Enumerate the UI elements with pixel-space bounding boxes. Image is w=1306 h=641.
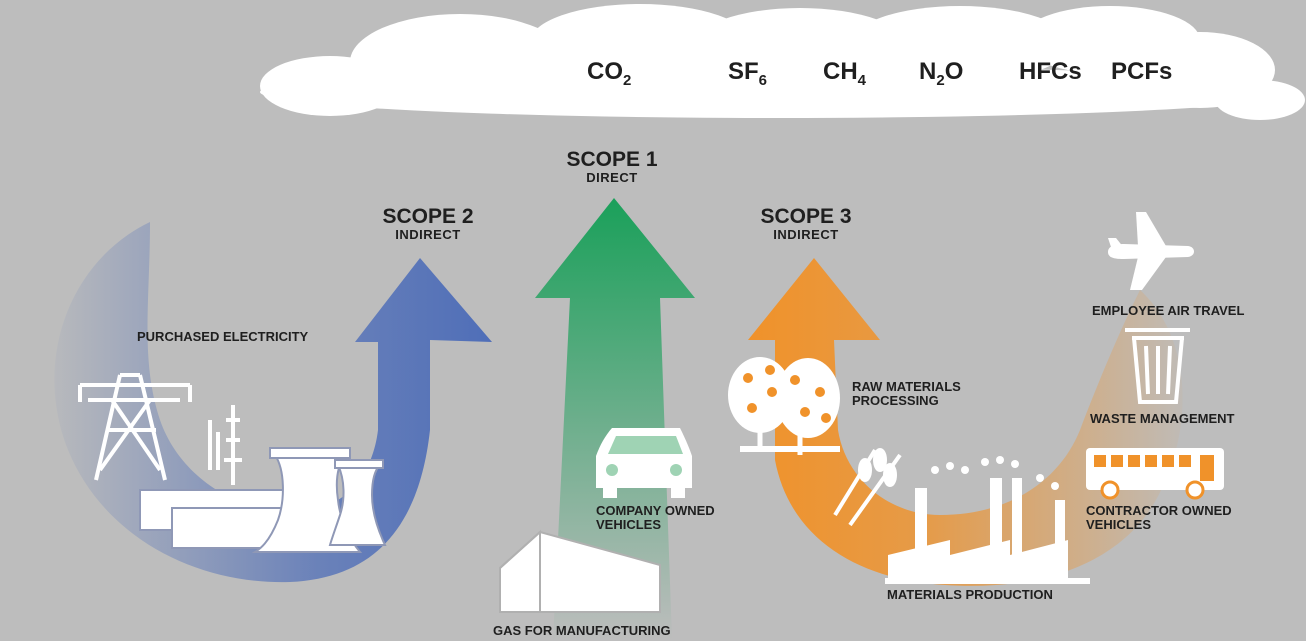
gas-n2o-tail: O	[944, 58, 964, 85]
gas-n2o-base: N	[919, 58, 937, 85]
gas-n2o-sub: 2	[936, 72, 945, 89]
gas-sf6: SF6	[728, 58, 768, 89]
scope1-subtitle: DIRECT	[586, 170, 638, 186]
scope3-subtitle: INDIRECT	[773, 227, 839, 243]
gas-manufacturing-label: GAS FOR MANUFACTURING	[493, 623, 671, 638]
cloud-shape	[260, 4, 1305, 120]
gas-pcfs-base: PCFs	[1111, 58, 1173, 85]
antenna-icon	[208, 405, 242, 485]
scope2-heading: SCOPE 2 INDIRECT	[368, 205, 488, 242]
company-vehicles-label: COMPANY OWNED VEHICLES	[596, 503, 715, 533]
airplane-icon	[1108, 212, 1194, 290]
contractor-vehicles-line2: VEHICLES	[1086, 517, 1152, 533]
gas-hfcs: HFCs	[1019, 58, 1082, 86]
scope1-arrow	[535, 198, 695, 640]
contractor-vehicles-line1: CONTRACTOR OWNED	[1086, 503, 1232, 518]
scope3-title: SCOPE 3	[760, 205, 852, 228]
gas-hfcs-base: HFCs	[1019, 58, 1082, 85]
trees-icon	[728, 357, 840, 455]
gas-sf6-base: SF	[728, 58, 759, 85]
raw-materials-line1: RAW MATERIALS	[852, 379, 961, 394]
gas-co2-base: CO	[587, 58, 623, 85]
gas-ch4-base: CH	[823, 58, 858, 85]
gas-ch4-sub: 4	[857, 72, 867, 89]
materials-production-label: MATERIALS PRODUCTION	[887, 587, 1053, 602]
factory-icon	[885, 456, 1090, 584]
gas-building-icon	[499, 529, 661, 613]
waste-management-label: WASTE MANAGEMENT	[1090, 411, 1235, 426]
power-tower-icon	[78, 373, 192, 481]
raw-materials-label: RAW MATERIALS PROCESSING	[852, 379, 961, 409]
company-vehicles-line2: VEHICLES	[596, 517, 662, 533]
scope1-title: SCOPE 1	[566, 148, 658, 171]
gas-n2o: N2O	[919, 58, 964, 89]
purchased-electricity-label: PURCHASED ELECTRICITY	[137, 329, 309, 344]
gas-co2-sub: 2	[623, 72, 632, 89]
scope1-heading: SCOPE 1 DIRECT	[552, 148, 672, 185]
car-icon	[596, 428, 692, 498]
gas-sf6-sub: 6	[758, 72, 768, 89]
bus-icon	[1086, 448, 1224, 500]
power-plant-icon	[139, 447, 387, 553]
company-vehicles-line1: COMPANY OWNED	[596, 503, 715, 518]
scope2-title: SCOPE 2	[382, 205, 474, 228]
scope3-arrow	[748, 258, 1183, 586]
scope3-heading: SCOPE 3 INDIRECT	[746, 205, 866, 242]
gas-pcfs: PCFs	[1111, 58, 1172, 86]
scope2-subtitle: INDIRECT	[395, 227, 461, 243]
employee-air-travel-label: EMPLOYEE AIR TRAVEL	[1092, 303, 1245, 318]
gas-ch4: CH4	[823, 58, 867, 89]
trash-can-icon	[1125, 328, 1190, 404]
gas-co2: CO2	[587, 58, 632, 89]
raw-materials-line2: PROCESSING	[852, 393, 939, 409]
wheat-icon	[833, 448, 902, 527]
contractor-vehicles-label: CONTRACTOR OWNED VEHICLES	[1086, 503, 1232, 533]
